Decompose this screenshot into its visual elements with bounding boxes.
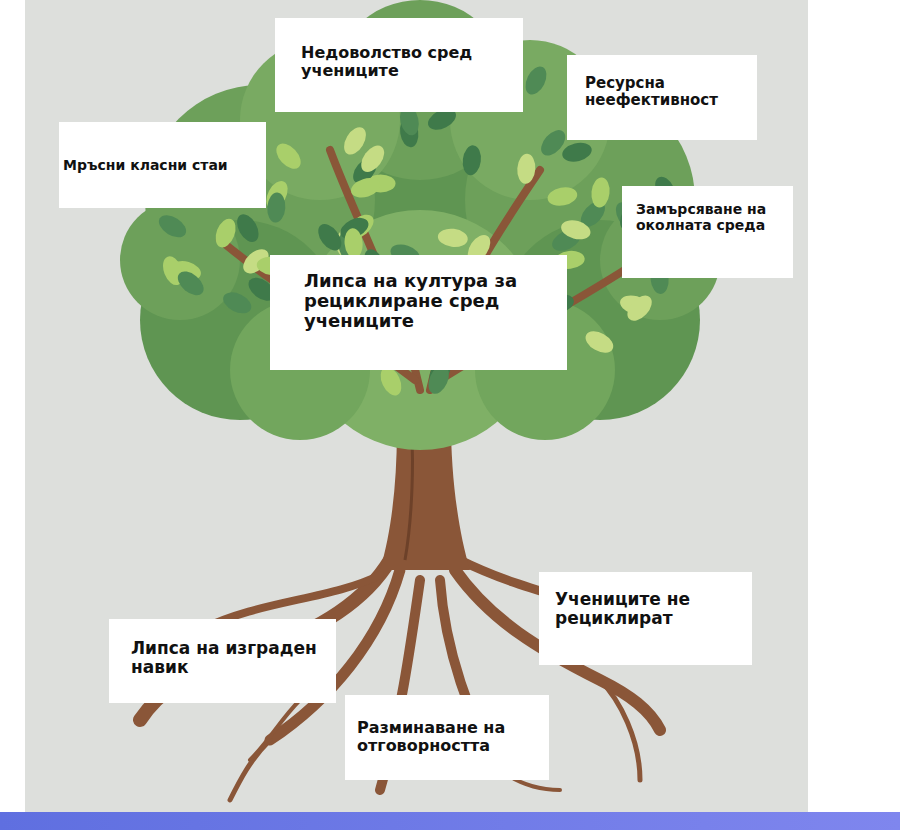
box-text: Учениците не рециклират [555,590,744,628]
problem-box: Ресурсна неефективност [567,55,757,140]
box-text: Разминаване на отговорността [357,719,541,755]
bottom-bar [0,812,900,830]
problem-box: Разминаване на отговорността [345,695,549,780]
box-text: Замърсяване на околната среда [636,202,785,233]
problem-box: Липса на изграден навик [109,619,336,703]
problem-box: Учениците не рециклират [539,572,752,665]
problem-box: Мръсни класни стаи [59,122,266,208]
box-text: Ресурсна неефективност [585,75,749,109]
box-text: Недоволство сред учениците [301,44,515,80]
problem-box: Недоволство сред учениците [275,18,523,112]
box-text: Липса на изграден навик [131,639,328,677]
problem-box: Замърсяване на околната среда [622,186,793,278]
problem-box: Липса на култура за рециклиране сред уче… [270,255,567,370]
box-text: Мръсни класни стаи [63,158,258,174]
box-text: Липса на култура за рециклиране сред уче… [304,271,559,331]
